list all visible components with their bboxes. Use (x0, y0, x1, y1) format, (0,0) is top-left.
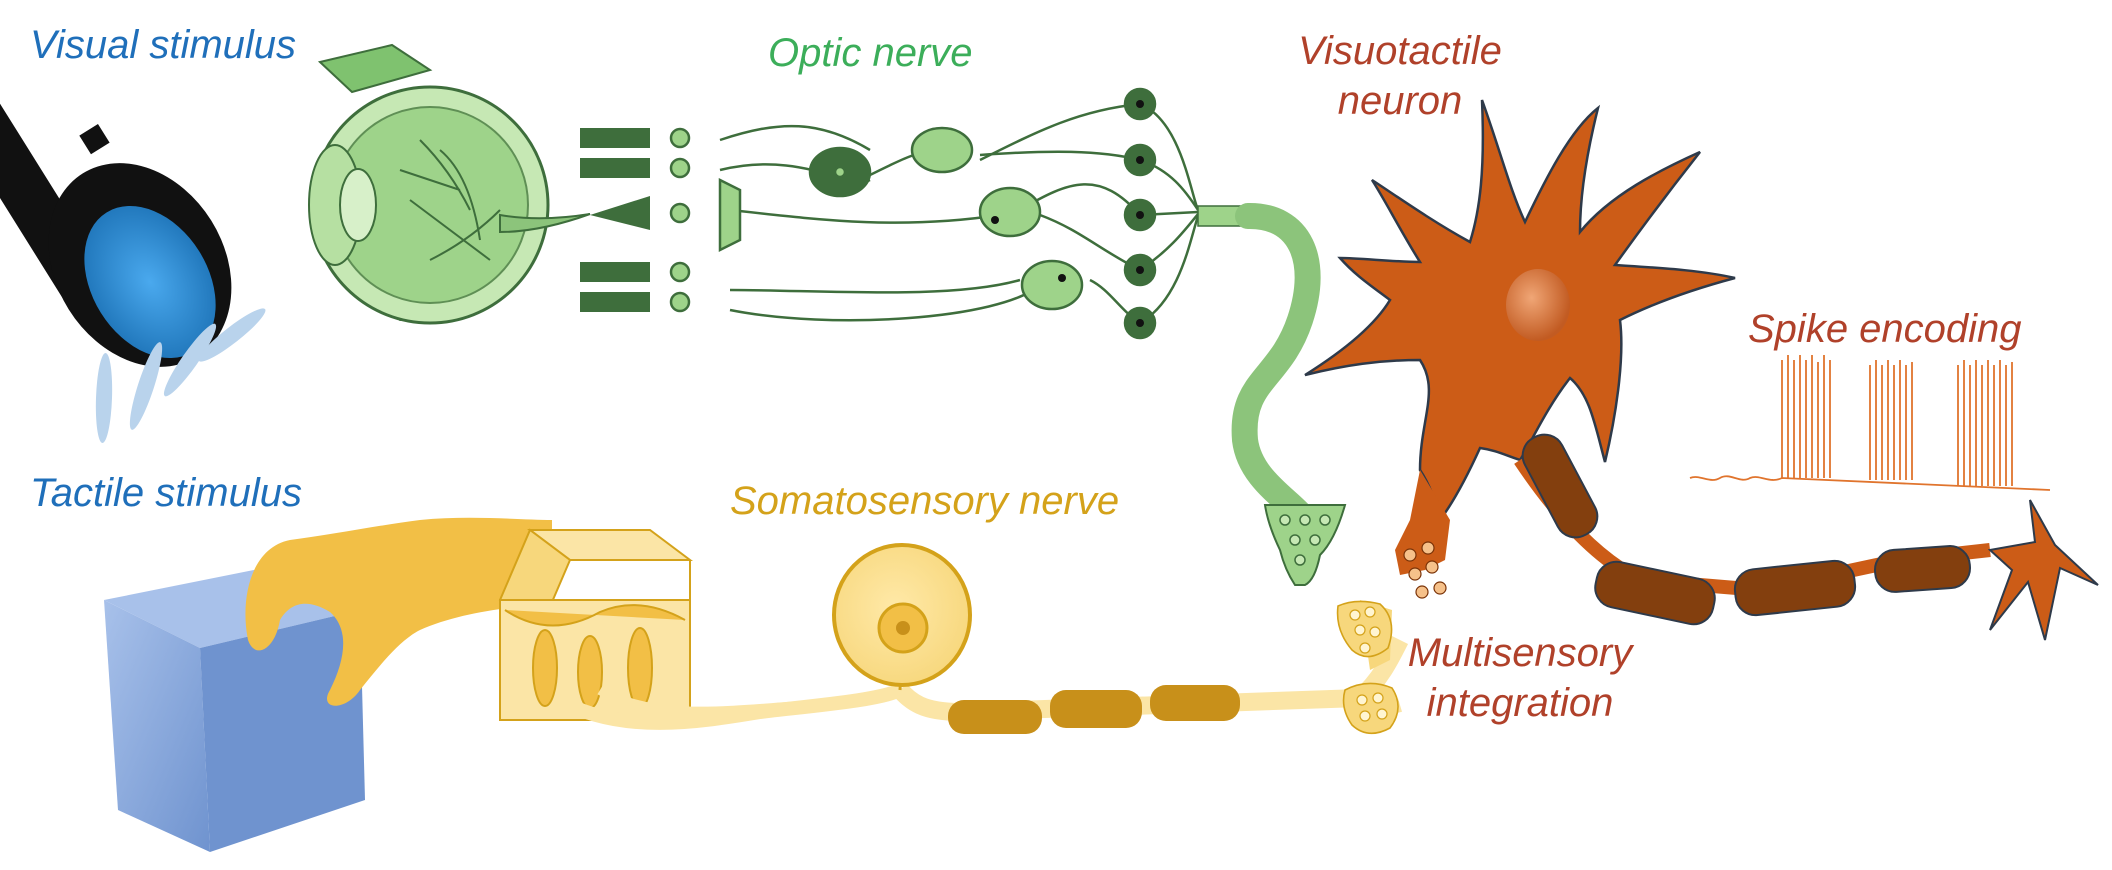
light-rays (95, 308, 266, 443)
cube-icon (104, 568, 365, 852)
label-visuotactile-line2: neuron (1338, 79, 1463, 123)
optic-nerve-fiber (1197, 202, 1347, 586)
eye-icon (308, 43, 591, 325)
label-visuotactile-line1: Visuotactile (1298, 29, 1502, 73)
hand-icon (245, 517, 552, 706)
label-optic-nerve: Optic nerve (768, 31, 973, 75)
bipolar-cells (808, 126, 1084, 311)
photoreceptors (580, 127, 742, 313)
label-spike-encoding: Spike encoding (1748, 307, 2022, 351)
somatosensory-nerve (556, 543, 1409, 735)
label-multisensory-line2: integration (1427, 681, 1614, 725)
label-visual-stimulus: Visual stimulus (30, 23, 296, 67)
label-tactile-stimulus: Tactile stimulus (30, 471, 302, 515)
label-multisensory-line1: Multisensory (1408, 631, 1636, 675)
neuron-icon (1304, 99, 2099, 641)
spike-train-icon (1689, 355, 2051, 491)
ganglion-cells (1123, 87, 1157, 340)
label-somatosensory-nerve: Somatosensory nerve (730, 479, 1119, 523)
flashlight-icon (0, 101, 232, 367)
skin-section-icon (498, 528, 693, 721)
